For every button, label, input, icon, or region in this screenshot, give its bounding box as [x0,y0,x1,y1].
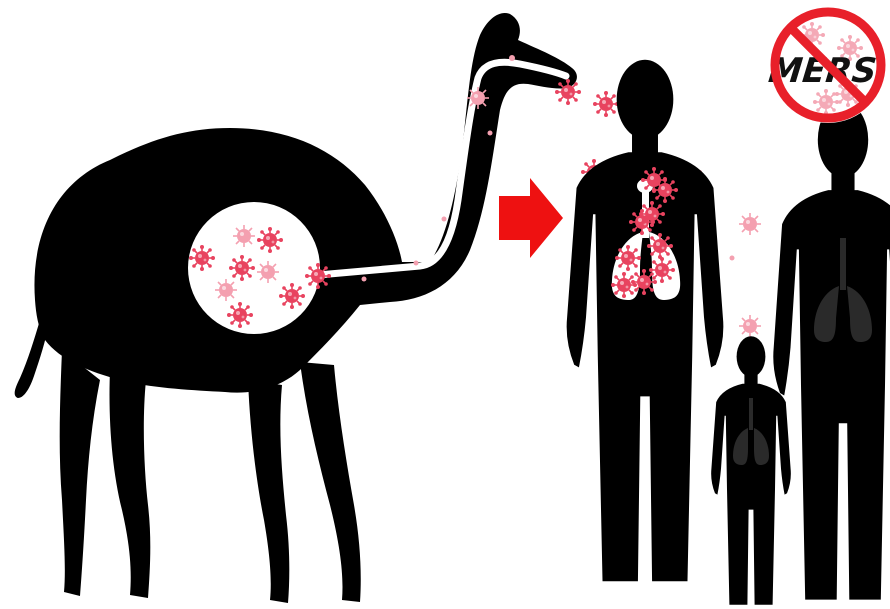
camel-infection-zoom [188,202,320,334]
adult-human-silhouette [567,60,724,581]
mers-prohibition-badge: MERS [767,7,886,123]
arrow-right-icon [499,178,563,258]
adult-human-silhouette [773,102,890,600]
coronavirus-icon [305,263,331,289]
